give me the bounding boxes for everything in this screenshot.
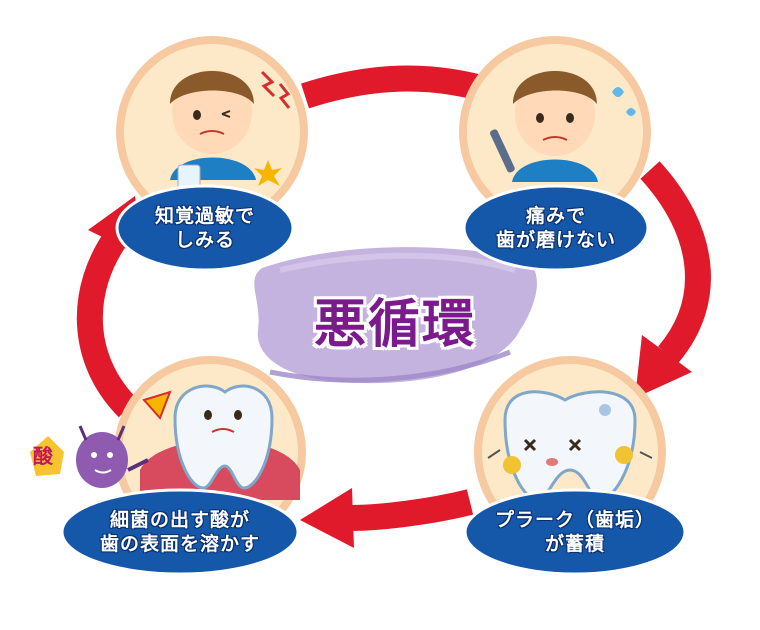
step-4-label: 細菌の出す酸が 歯の表面を溶かす bbox=[66, 508, 294, 556]
arrow-bottom bbox=[349, 489, 474, 531]
step-2-pill bbox=[462, 184, 650, 272]
step-3-label: プラーク（歯垢） が蓄積 bbox=[470, 508, 680, 556]
arrow-top bbox=[301, 65, 499, 109]
step-4-line-1: 細菌の出す酸が bbox=[109, 509, 250, 531]
step-3-line-2: が蓄積 bbox=[544, 533, 605, 555]
step-3-pill bbox=[463, 488, 687, 576]
step-1-line-1: 知覚過敏で bbox=[154, 205, 255, 227]
step-4-pill bbox=[60, 488, 300, 576]
step-2-line-1: 痛みで bbox=[525, 205, 586, 227]
diagram-title: 悪循環 bbox=[313, 294, 476, 355]
step-2-label: 痛みで 歯が磨けない bbox=[470, 204, 642, 252]
step-2-line-2: 歯が磨けない bbox=[495, 229, 616, 251]
title-brush-stroke bbox=[254, 247, 537, 384]
arrow-right bbox=[640, 161, 711, 364]
arrow-left bbox=[76, 227, 138, 418]
bacteria-icon bbox=[76, 425, 149, 488]
step-3-line-1: プラーク（歯垢） bbox=[494, 509, 655, 531]
sensitive-boy-illustration bbox=[116, 36, 308, 228]
step-4-line-2: 歯の表面を溶かす bbox=[99, 533, 260, 555]
acid-badge: 酸 bbox=[33, 444, 53, 468]
step-1-label: 知覚過敏で しみる bbox=[125, 204, 285, 252]
step-1-line-2: しみる bbox=[174, 229, 235, 251]
step-1-pill bbox=[115, 184, 295, 272]
